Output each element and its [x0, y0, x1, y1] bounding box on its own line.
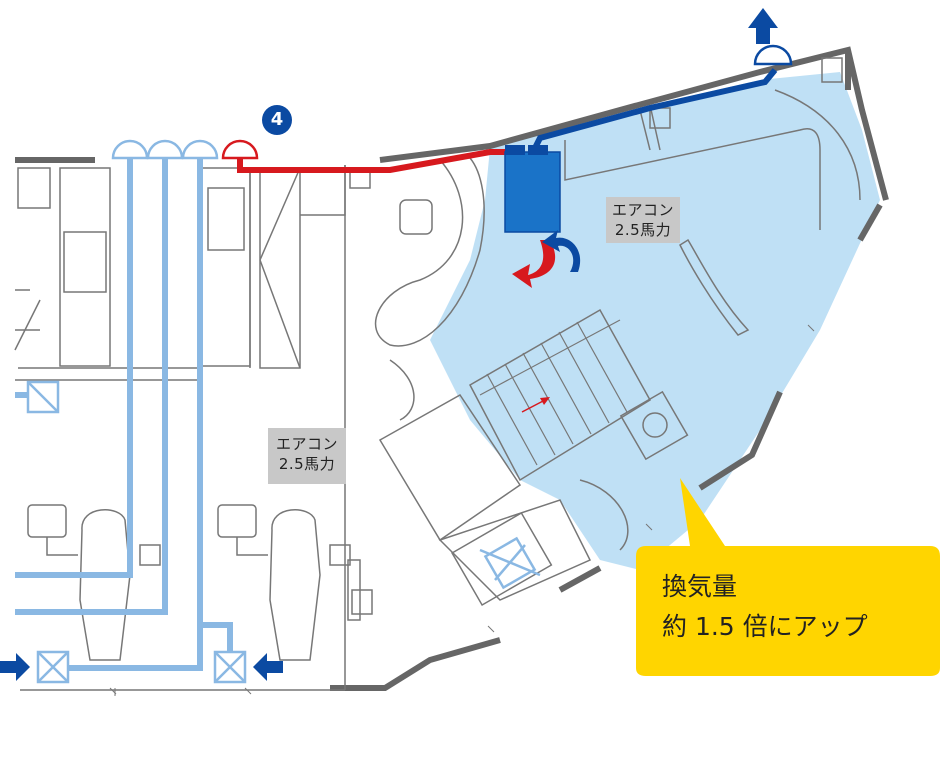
outer-walls [15, 46, 889, 691]
curved-blue-arrow-icon [542, 230, 581, 272]
marker-badge: 4 [262, 105, 292, 135]
ac-label-left-line1: エアコン [276, 435, 339, 453]
stair-arrow-icon [521, 399, 546, 413]
diffusers [111, 139, 219, 160]
ac-label-right: エアコン 2.5馬力 [606, 197, 681, 243]
callout-line2: 約 1.5 倍にアップ [662, 612, 868, 641]
dark-blue-duct [532, 68, 778, 150]
dark-blue-diffuser [753, 44, 793, 66]
curved-red-arrow-icon [512, 240, 556, 288]
ac-unit-top-right [528, 145, 548, 155]
red-duct [237, 149, 512, 173]
dimension-ticks [109, 324, 815, 696]
ac-label-right-line1: エアコン [612, 201, 675, 219]
ac-label-left-line2: 2.5馬力 [278, 455, 336, 473]
arrow-left-icon [253, 653, 283, 681]
arrow-right-icon [0, 653, 30, 681]
callout: 換気量 約 1.5 倍にアップ [636, 545, 940, 675]
ac-label-right-line2: 2.5馬力 [614, 221, 672, 239]
stair-arrow-head [540, 397, 550, 405]
callout-bubble [636, 478, 940, 676]
arrow-up-icon [748, 8, 778, 44]
callout-line1: 換気量 [662, 572, 738, 601]
interior-lines [14, 57, 861, 691]
ac-unit [504, 151, 561, 233]
red-diffuser [221, 139, 259, 160]
marker-number: 4 [270, 109, 284, 130]
ac-label-left: エアコン 2.5馬力 [268, 428, 347, 484]
ac-unit-top-left [505, 145, 525, 155]
vent-boxes [26, 380, 541, 684]
